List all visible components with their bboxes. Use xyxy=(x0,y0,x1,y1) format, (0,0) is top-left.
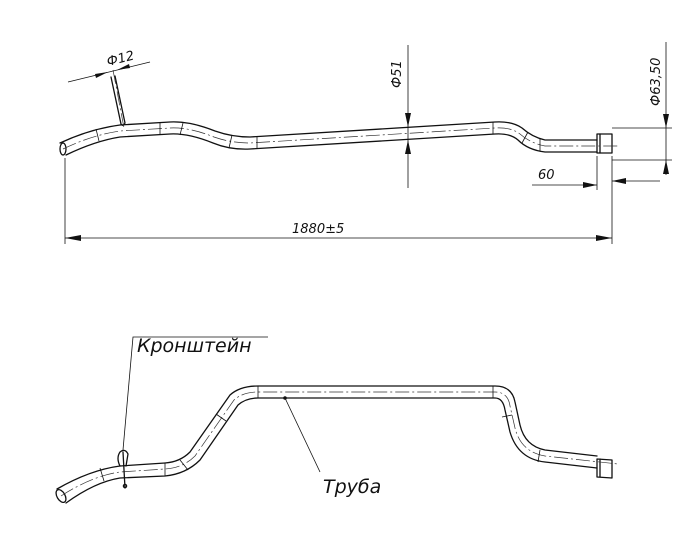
side-pipe-centerline xyxy=(60,391,619,497)
top-pipe-left-end xyxy=(59,142,67,156)
dim-end-length: 60 xyxy=(532,156,660,244)
dim-total-length-text: 1880±5 xyxy=(292,222,344,237)
top-bend-marks xyxy=(95,122,541,151)
side-bend-marks xyxy=(99,386,541,482)
leader-pipe: Труба xyxy=(283,396,381,498)
label-bracket: Кронштейн xyxy=(137,335,252,357)
dim-bracket-diameter-text: Ф12 xyxy=(105,49,136,70)
side-pipe-outline-lower xyxy=(65,397,598,504)
dim-bracket-diameter: Ф12 xyxy=(67,49,151,83)
top-pipe-outline-upper xyxy=(59,121,598,144)
top-bracket xyxy=(110,75,126,126)
top-view: Ф12 Ф51 Ф63,50 60 xyxy=(59,42,672,244)
side-pipe-outline-upper xyxy=(56,385,598,490)
dim-pipe-diameter-text: Ф51 xyxy=(390,60,405,88)
leader-bracket: Кронштейн xyxy=(122,335,268,451)
top-end-fitting xyxy=(596,133,613,154)
side-view: Кронштейн Труба xyxy=(55,335,619,504)
dim-total-length: 1880±5 xyxy=(64,158,612,244)
top-pipe-centerline xyxy=(62,127,620,150)
dim-end-diameter: Ф63,50 xyxy=(612,42,672,175)
side-bracket xyxy=(117,449,129,489)
dim-pipe-diameter: Ф51 xyxy=(390,45,411,188)
dim-end-diameter-text: Ф63,50 xyxy=(649,58,664,106)
label-pipe: Труба xyxy=(323,476,381,498)
top-pipe-outline-lower xyxy=(65,133,598,156)
dim-end-length-text: 60 xyxy=(538,168,555,183)
